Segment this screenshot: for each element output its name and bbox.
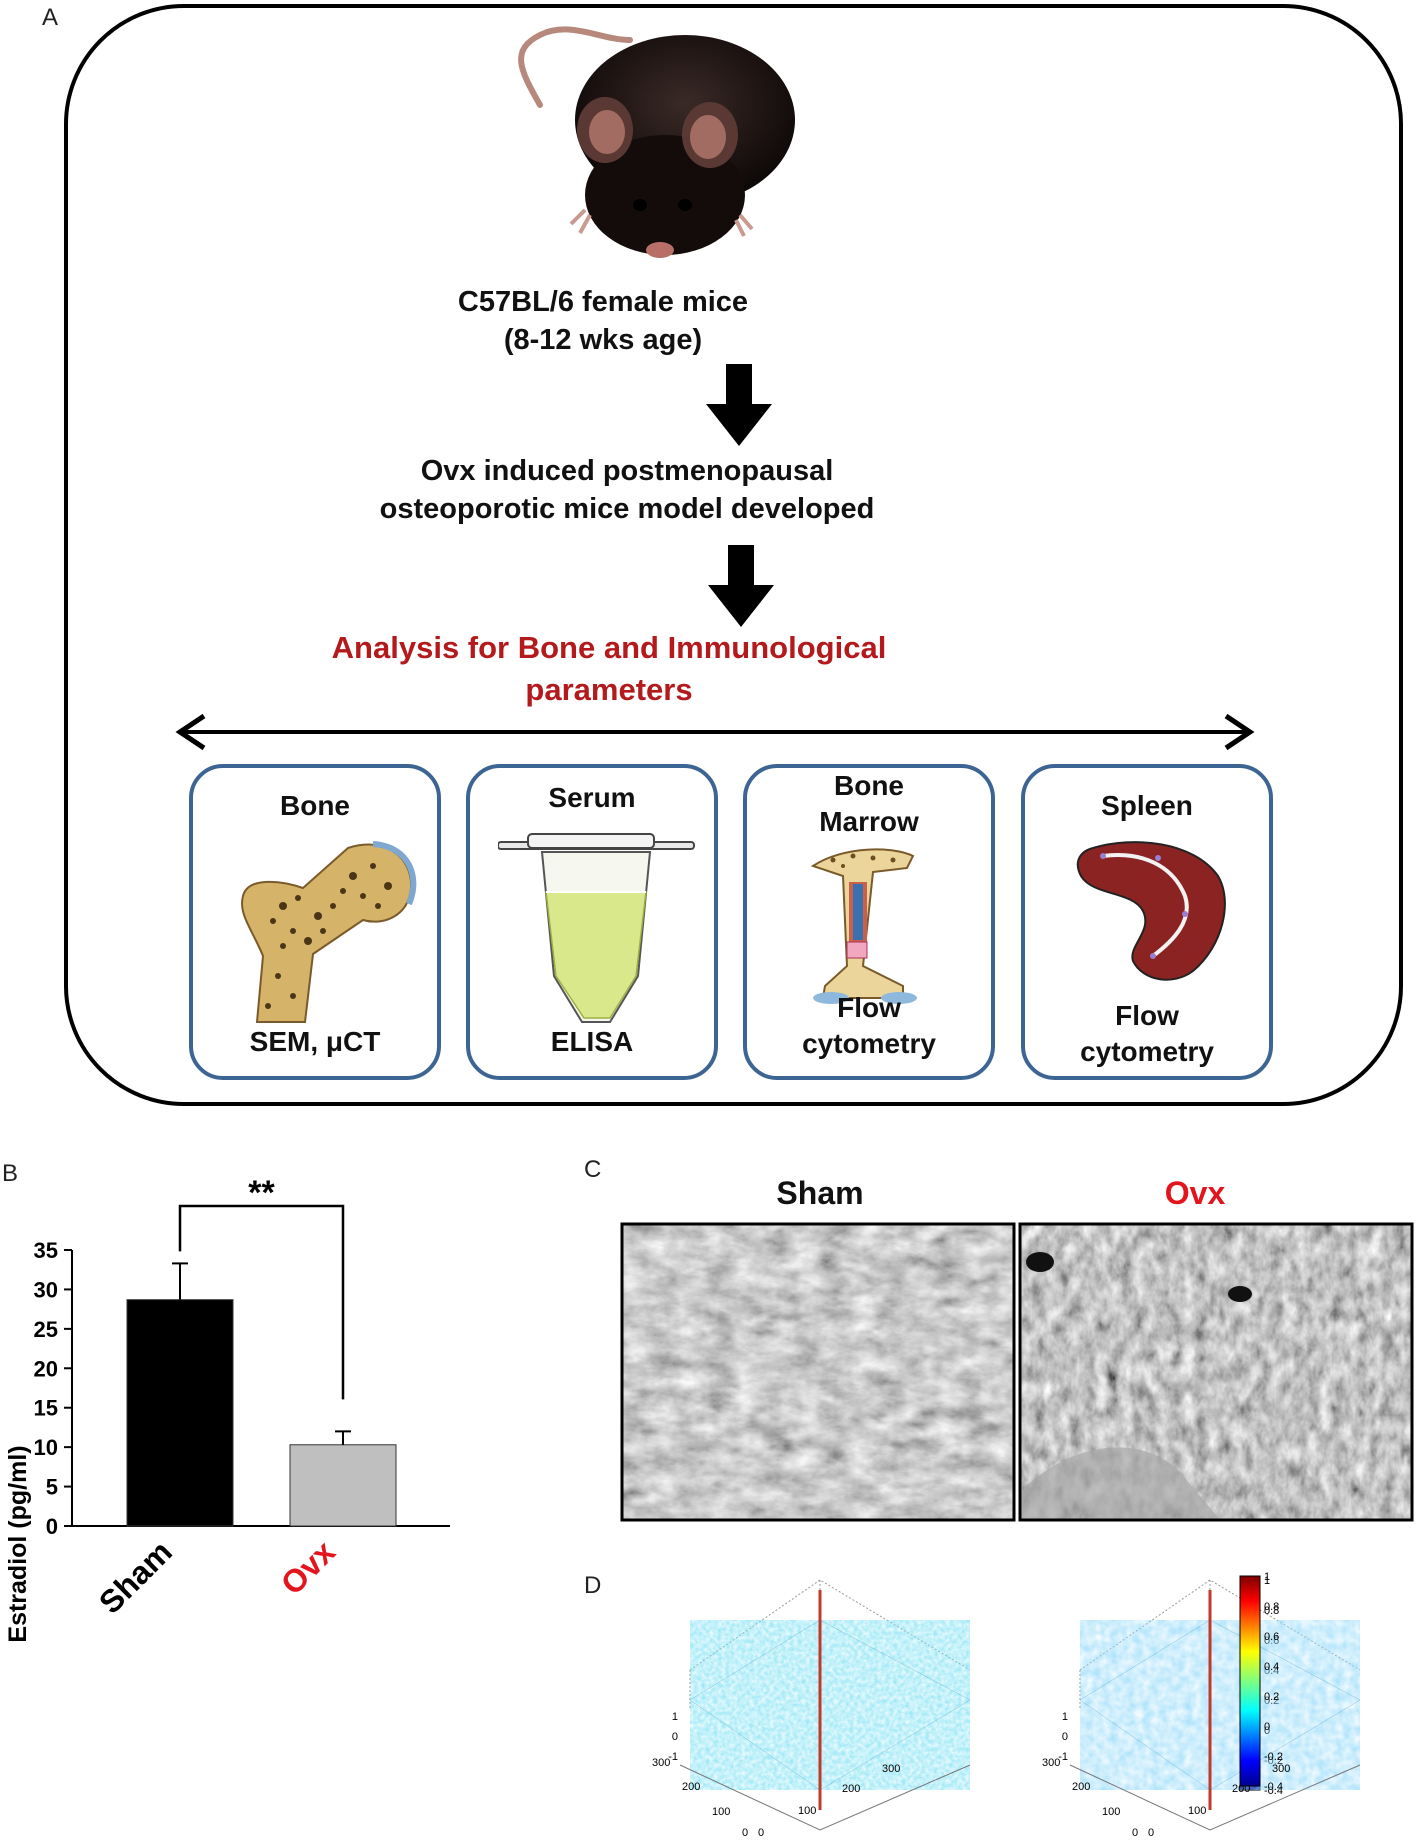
z-tick-label: -1 [1058,1751,1068,1763]
axis-tick-label: 0 [1148,1827,1154,1839]
colorbar-tick-label: 0.8 [1264,1601,1279,1613]
tube-icon [498,833,695,1023]
y-tick-label: 25 [34,1317,58,1342]
z-tick-label: 0 [672,1731,678,1743]
panel-label-b: B [2,1160,19,1187]
colorbar-tick-label: 0.2 [1264,1691,1279,1703]
colorbar-tick-label: 0.4 [1264,1661,1279,1673]
card-bone-marrow-method-line2: cytometry [802,1028,936,1059]
colorbar-tick-label: 0 [1264,1721,1270,1733]
axis-tick-label: 200 [1072,1781,1090,1793]
sem-image-sham [620,1222,1016,1522]
z-tick-label: -1 [668,1751,678,1763]
axis-tick-label: 100 [712,1806,730,1818]
z-tick-label: 1 [1062,1711,1068,1723]
y-tick-label: 30 [34,1277,58,1302]
double-arrow [175,713,1255,751]
surface-plots: 10-13002001000010020030010.80.60.40.20-0… [652,1571,1361,1839]
card-bone-marrow-title-line1: Bone [834,770,904,801]
sem-image-ovx [1018,1222,1414,1522]
card-serum-title: Serum [548,782,636,813]
axis-tick-label: 0 [758,1827,764,1839]
x-tick-label-ovx: Ovx [274,1533,342,1601]
bar-ovx [289,1444,397,1527]
y-axis-label: Estradiol (pg/ml) [4,1445,32,1642]
down-arrow-2 [708,545,774,627]
bone-marrow-icon [810,848,917,1004]
colorbar-tick-label: -0.2 [1264,1751,1283,1763]
card-bone-method: SEM, μCT [249,1026,381,1057]
card-serum-method: ELISA [550,1026,634,1057]
card-serum: Serum ELISA [466,764,718,1080]
significance-bracket [178,1204,345,1400]
bar-sham [126,1299,234,1527]
axis-tick-label: 100 [1102,1806,1120,1818]
sem-title-ovx: Ovx [1164,1175,1226,1211]
card-bone-marrow-title-line2: Marrow [819,806,919,837]
significance-stars: ** [248,1174,275,1212]
surface-face [690,1620,970,1790]
card-bone-marrow: Bone Marrow Flow cytometry [743,764,995,1080]
axis-tick-label: 0 [1132,1827,1138,1839]
colorbar [1239,1575,1261,1787]
axis-tick-label: 200 [842,1783,860,1795]
y-tick-label: 0 [46,1514,58,1539]
floor-axes [1069,1764,1361,1831]
card-bone-title: Bone [280,790,350,821]
mouse-label-line2: (8-12 wks age) [503,324,703,356]
analysis-label-line1: Analysis for Bone and Immunological [331,630,887,665]
colorbar-tick-label: 0.6 [1264,1635,1279,1647]
z-tick-label: 0 [1062,1731,1068,1743]
card-spleen: Spleen Flow cytometry [1021,764,1273,1080]
y-tick-label: 20 [34,1356,58,1381]
axis-tick-label: 300 [882,1763,900,1775]
workflow-frame [64,4,1403,1106]
card-bone-marrow-method-line1: Flow [837,992,901,1023]
spleen-icon [1076,841,1226,981]
mouse-image [518,26,795,258]
y-tick-label: 10 [34,1435,58,1460]
colorbar-tick-label: 1 [1264,1571,1270,1583]
femur-icon [241,841,417,1023]
y-tick-label: 15 [34,1396,58,1421]
panel-label-c: C [584,1156,602,1183]
surface-outline [1079,1619,1361,1791]
surface-face [1080,1620,1360,1790]
x-tick-label-sham: Sham [92,1533,179,1620]
axis-tick-label: 300 [1042,1757,1060,1769]
model-label-line2: osteoporotic mice model developed [379,493,875,525]
colorbar-tick-label: 0.8 [1264,1605,1279,1617]
sem-title-sham: Sham [776,1175,864,1211]
axis-tick-label: 300 [652,1757,670,1769]
panel-label-d: D [584,1572,602,1599]
colorbar-tick-label: 0.6 [1264,1631,1279,1643]
model-label-line1: Ovx induced postmenopausal [420,455,834,487]
colorbar-tick-label: -0.4 [1264,1781,1283,1793]
axis-tick-label: 0 [742,1827,748,1839]
axis-tick-label: 200 [682,1781,700,1793]
card-spleen-title: Spleen [1101,790,1193,821]
sem-images [620,1222,1414,1522]
card-spleen-method-line2: cytometry [1080,1036,1214,1067]
colorbar-tick-label: -0.2 [1264,1755,1283,1767]
colorbar-tick-label: -0.4 [1264,1785,1283,1797]
panel-label-a: A [42,4,59,31]
z-tick-label: 1 [672,1711,678,1723]
surface-outline [689,1619,971,1791]
analysis-label-line2: parameters [525,672,693,707]
axis-tick-label: 300 [1272,1763,1290,1775]
y-tick-label: 5 [46,1475,58,1500]
card-spleen-method-line1: Flow [1115,1000,1179,1031]
axis-tick-label: 100 [1188,1805,1206,1817]
mouse-label-line1: C57BL/6 female mice [457,286,749,318]
axis-tick-label: 100 [798,1805,816,1817]
card-bone: Bone SEM, μCT [189,764,441,1080]
y-tick-label: 35 [34,1238,58,1263]
down-arrow-1 [706,364,772,446]
colorbar-tick-label: 1 [1264,1575,1270,1587]
floor-axes [679,1764,971,1831]
